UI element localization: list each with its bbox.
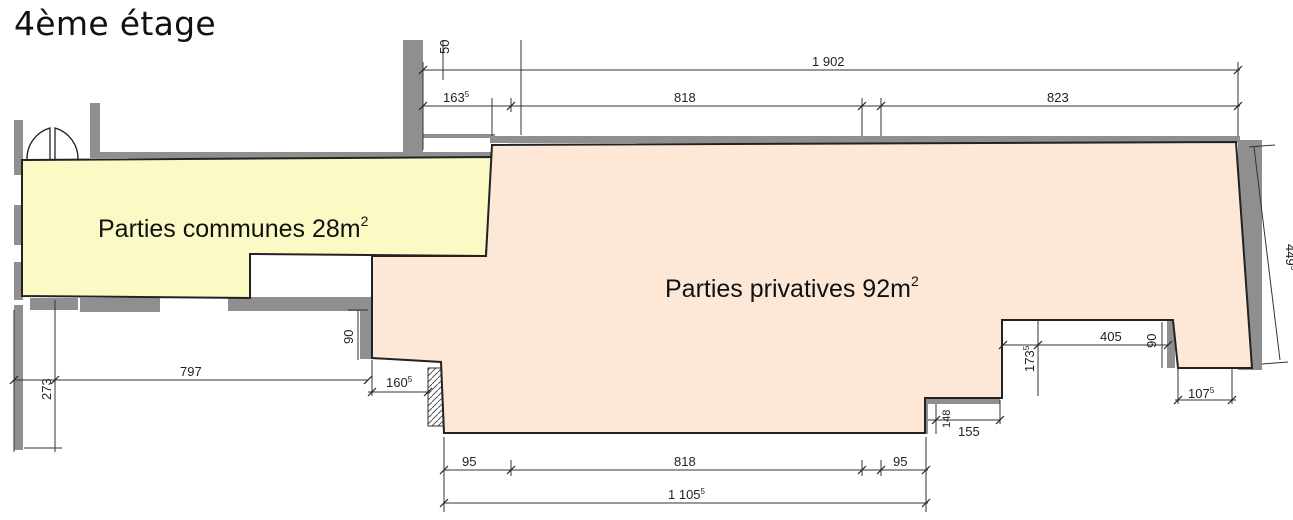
wall-left-bottom [14,305,23,450]
dim-bottom-total: 1 1055 [668,487,706,502]
wall-left-top [14,120,23,175]
wall-lower-left-3 [228,297,370,311]
dim-left-797: 797 [180,364,202,379]
double-door [26,127,79,161]
wall-upper-thin [423,134,495,138]
dim-top-mid: 818 [674,90,696,105]
wall-left-upper [14,205,23,245]
dim-top-right: 823 [1047,90,1069,105]
dim-left-160: 1605 [386,375,413,390]
wall-left-lower [14,262,23,300]
dimension-labels: 1 902 1635 818 823 50 4495 90 797 273 16… [39,40,1293,502]
wall-corridor-top [90,152,492,158]
zone-parties-privatives [371,140,1254,434]
dim-notch-107: 1075 [1188,386,1215,401]
label-parties-communes: Parties communes 28m2 [98,213,369,243]
dim-bottom-818: 818 [674,454,696,469]
dim-top-partial: 50 [437,40,452,54]
dim-left-273: 273 [39,378,54,400]
dimension-ticks [9,65,1243,508]
dim-step-155: 155 [958,424,980,439]
wall-post-1 [90,103,100,158]
dim-top-left: 1635 [443,90,470,105]
wall-top-main [490,136,1240,143]
wall-lower-left-1 [30,298,78,310]
dim-left-90: 90 [341,330,356,344]
label-parties-privatives: Parties privatives 92m2 [665,273,919,303]
wall-lower-vertical [360,297,374,359]
wall-step [920,396,1000,404]
floor-title: 4ème étage [14,4,216,43]
dim-bottom-95-left: 95 [462,454,476,469]
dim-top-total: 1 902 [812,54,845,69]
wall-vertical-mid [403,40,423,158]
dimension-lines [13,40,1289,512]
dim-notch-90: 90 [1144,334,1159,348]
dim-bottom-95-right: 95 [893,454,907,469]
dim-notch-173: 1735 [1022,345,1037,372]
wall-lower-left-2 [80,298,160,312]
dim-step-148: 148 [941,410,953,428]
dim-right-height: 4495 [1283,244,1293,271]
dim-notch-405: 405 [1100,329,1122,344]
